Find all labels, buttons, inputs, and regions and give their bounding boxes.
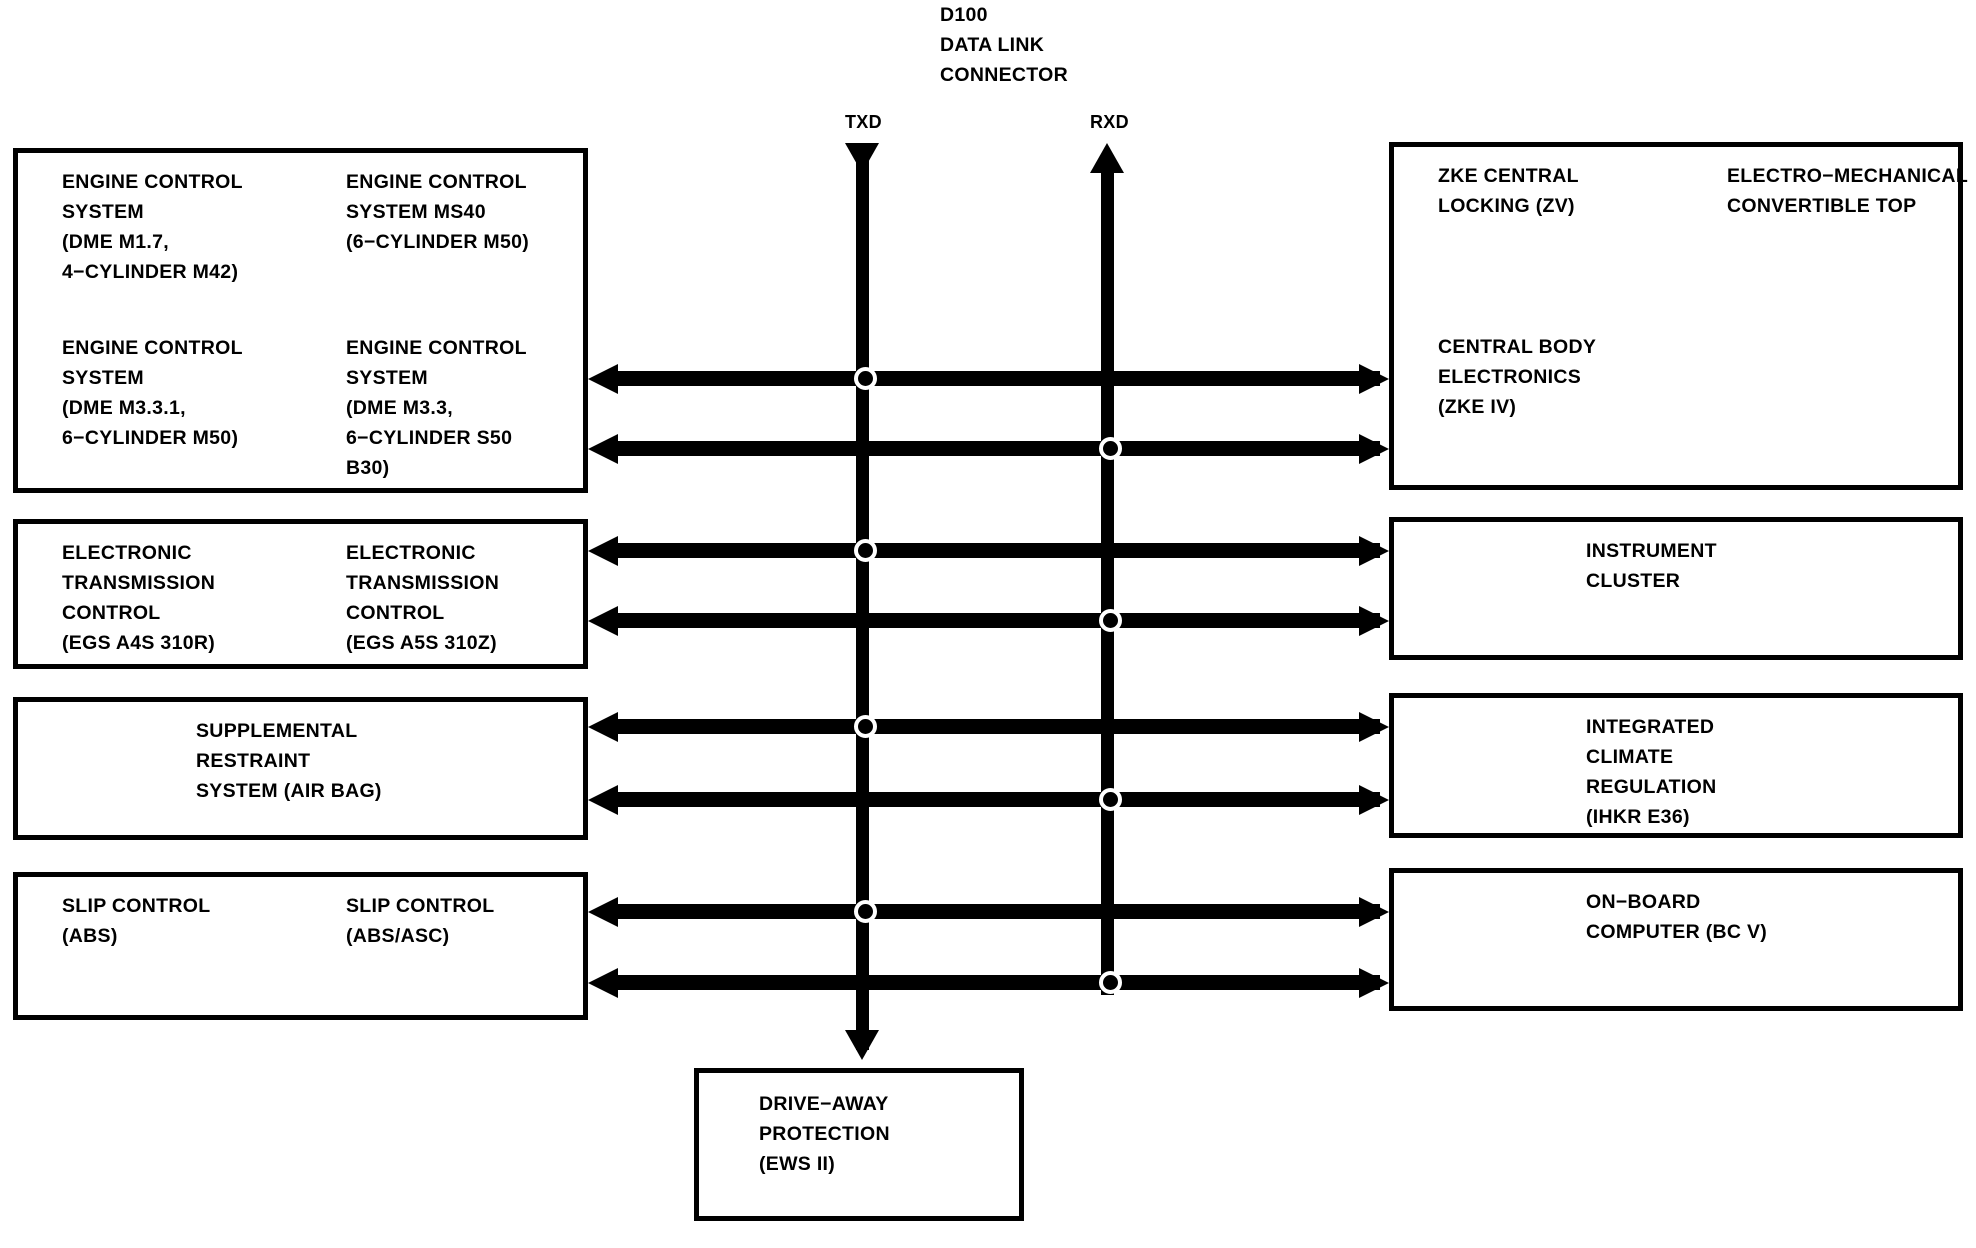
txd-bus-label: TXD <box>845 112 882 132</box>
box-restraint-system[interactable]: SUPPLEMENTAL RESTRAINT SYSTEM (AIR BAG) <box>13 697 588 840</box>
row3-lower-line <box>605 792 1380 807</box>
box-on-board-computer[interactable]: ON−BOARD COMPUTER (BC V) <box>1389 868 1963 1011</box>
row1-lower-arrow-right <box>1359 434 1389 464</box>
row4-upper-arrow-right <box>1359 897 1389 927</box>
slip-control-col-2: SLIP CONTROL (ABS/ASC) <box>346 895 495 947</box>
drive-away-protection-col-1: DRIVE−AWAY PROTECTION (EWS II) <box>759 1093 890 1175</box>
transmission-control-col-1: ELECTRONIC TRANSMISSION CONTROL (EGS A4S… <box>62 542 216 654</box>
row3-upper-line <box>605 719 1380 734</box>
climate-regulation-col-1: INTEGRATED CLIMATE REGULATION (IHKR E36) <box>1586 716 1717 828</box>
transmission-control-col-2: ELECTRONIC TRANSMISSION CONTROL (EGS A5S… <box>346 542 500 654</box>
row2-lower-arrow-right <box>1359 606 1389 636</box>
row2-lower-arrow-left <box>588 606 618 636</box>
row1-rxd-junction-node <box>1099 437 1122 460</box>
row2-upper-arrow-left <box>588 536 618 566</box>
row4-lower-line <box>605 975 1380 990</box>
row3-txd-junction-node <box>854 715 877 738</box>
row4-lower-arrow-left <box>588 968 618 998</box>
data-link-connector-title: D100 DATA LINK CONNECTOR <box>940 4 1069 86</box>
row4-lower-arrow-right <box>1359 968 1389 998</box>
row2-upper-arrow-right <box>1359 536 1389 566</box>
row1-upper-arrow-right <box>1359 364 1389 394</box>
rxd-bus-label: RXD <box>1090 112 1129 132</box>
row1-lower-line <box>605 441 1380 456</box>
row3-upper-arrow-right <box>1359 712 1389 742</box>
row3-upper-arrow-left <box>588 712 618 742</box>
on-board-computer-col-1: ON−BOARD COMPUTER (BC V) <box>1586 891 1768 943</box>
engine-control-col-1: ENGINE CONTROL SYSTEM (DME M1.7, 4−CYLIN… <box>62 171 243 283</box>
row3-rxd-junction-node <box>1099 788 1122 811</box>
box-instrument-cluster[interactable]: INSTRUMENT CLUSTER <box>1389 517 1963 660</box>
box-slip-control[interactable]: SLIP CONTROL (ABS) SLIP CONTROL (ABS/ASC… <box>13 872 588 1020</box>
row4-rxd-junction-node <box>1099 971 1122 994</box>
engine-control-col-2: ENGINE CONTROL SYSTEM MS40 (6−CYLINDER M… <box>346 171 530 253</box>
row1-upper-line <box>605 371 1380 386</box>
row1-txd-junction-node <box>854 367 877 390</box>
row2-rxd-junction-node <box>1099 609 1122 632</box>
engine-control-col-3: ENGINE CONTROL SYSTEM (DME M3.3.1, 6−CYL… <box>62 337 243 449</box>
row4-upper-line <box>605 904 1380 919</box>
row2-lower-line <box>605 613 1380 628</box>
box-drive-away-protection[interactable]: DRIVE−AWAY PROTECTION (EWS II) <box>694 1068 1024 1221</box>
row1-upper-arrow-left <box>588 364 618 394</box>
row2-upper-line <box>605 543 1380 558</box>
row2-txd-junction-node <box>854 539 877 562</box>
engine-control-col-4: ENGINE CONTROL SYSTEM (DME M3.3, 6−CYLIN… <box>346 337 527 479</box>
row4-upper-arrow-left <box>588 897 618 927</box>
row3-lower-arrow-left <box>588 785 618 815</box>
rxd-bus-line <box>1101 165 1114 995</box>
box-body-electronics[interactable]: ZKE CENTRAL LOCKING (ZV) ELECTRO−MECHANI… <box>1389 142 1968 490</box>
row3-lower-arrow-right <box>1359 785 1389 815</box>
body-electronics-col-2: ELECTRO−MECHANICAL CONVERTIBLE TOP <box>1727 165 1969 217</box>
box-climate-regulation[interactable]: INTEGRATED CLIMATE REGULATION (IHKR E36) <box>1389 693 1963 838</box>
row4-txd-junction-node <box>854 900 877 923</box>
box-transmission-control[interactable]: ELECTRONIC TRANSMISSION CONTROL (EGS A4S… <box>13 519 588 669</box>
body-electronics-col-1: ZKE CENTRAL LOCKING (ZV) <box>1438 165 1579 217</box>
row1-lower-arrow-left <box>588 434 618 464</box>
slip-control-col-1: SLIP CONTROL (ABS) <box>62 895 211 947</box>
body-electronics-col-3: CENTRAL BODY ELECTRONICS (ZKE IV) <box>1438 336 1597 418</box>
restraint-system-col-1: SUPPLEMENTAL RESTRAINT SYSTEM (AIR BAG) <box>196 720 382 802</box>
instrument-cluster-col-1: INSTRUMENT CLUSTER <box>1586 540 1717 592</box>
box-engine-control[interactable]: ENGINE CONTROL SYSTEM (DME M1.7, 4−CYLIN… <box>13 148 588 493</box>
txd-arrowhead-bottom <box>845 1030 879 1060</box>
